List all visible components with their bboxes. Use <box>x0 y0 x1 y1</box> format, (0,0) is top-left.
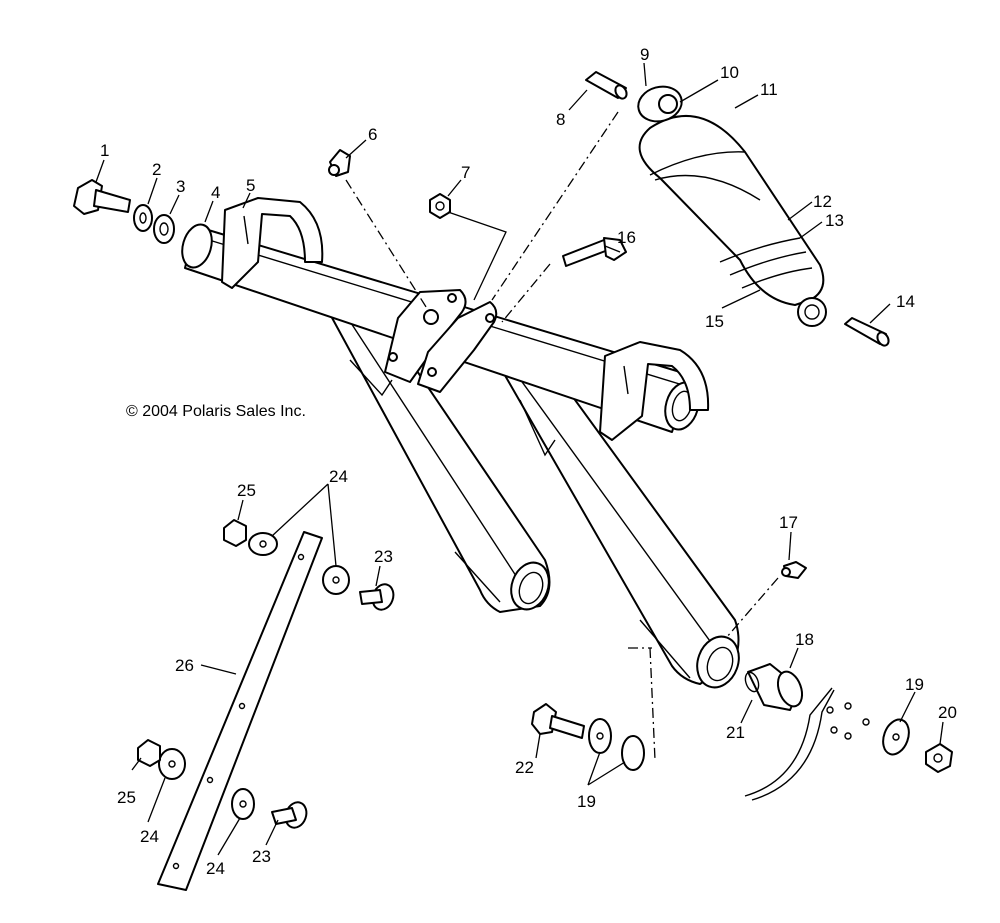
callout-18: 18 <box>795 630 814 649</box>
bolt-icon <box>73 179 131 215</box>
limiter-strap-icon <box>157 531 323 891</box>
nut-icon <box>925 743 953 773</box>
callout-23: 23 <box>252 847 271 866</box>
callout-2: 2 <box>152 160 161 179</box>
callout-9: 9 <box>640 45 649 64</box>
callout-24: 24 <box>329 467 348 486</box>
bolt-icon <box>562 237 627 267</box>
callout-26: 26 <box>175 656 194 675</box>
washer-icon <box>588 718 645 771</box>
callout-5: 5 <box>246 176 255 195</box>
callout-14: 14 <box>896 292 915 311</box>
callout-8: 8 <box>556 110 565 129</box>
callout-11: 11 <box>760 80 778 99</box>
pin-icon <box>844 317 890 347</box>
pin-icon <box>271 583 395 829</box>
washer-icon <box>158 532 350 820</box>
callout-20: 20 <box>938 703 957 722</box>
callout-17: 17 <box>779 513 798 532</box>
pin-icon <box>585 71 628 100</box>
callout-3: 3 <box>176 177 185 196</box>
callout-6: 6 <box>368 125 377 144</box>
bolt-icon <box>531 703 585 739</box>
callout-16: 16 <box>617 228 636 247</box>
callout-12: 12 <box>813 192 832 211</box>
callout-1: 1 <box>100 141 109 160</box>
leader-lines <box>95 62 944 856</box>
callout-24: 24 <box>206 859 225 878</box>
callout-13: 13 <box>825 211 844 230</box>
callout-19: 19 <box>577 792 596 811</box>
nut-icon <box>137 519 247 767</box>
callout-21: 21 <box>726 723 745 742</box>
callout-19: 19 <box>905 675 924 694</box>
washer-icon <box>882 718 910 756</box>
callout-15: 15 <box>705 312 724 331</box>
washer-icon <box>826 702 870 740</box>
copyright-notice: © 2004 Polaris Sales Inc. <box>126 403 306 420</box>
center-lines <box>345 111 779 761</box>
callout-25: 25 <box>117 788 136 807</box>
callout-4: 4 <box>211 183 220 202</box>
callout-25: 25 <box>237 481 256 500</box>
washer-icon <box>133 204 153 232</box>
shock-absorber-icon <box>637 85 827 327</box>
bushing-icon <box>744 663 804 711</box>
callout-24: 24 <box>140 827 159 846</box>
callout-labels: 1 2 3 4 5 6 7 8 9 10 11 12 13 14 15 16 1… <box>100 45 957 878</box>
callout-22: 22 <box>515 758 534 777</box>
washer-icon <box>153 214 175 244</box>
callout-7: 7 <box>461 163 470 182</box>
callout-10: 10 <box>720 63 739 82</box>
torque-arm-icon <box>181 197 740 689</box>
grease-fitting-icon <box>781 561 807 579</box>
nut-icon <box>429 193 451 219</box>
callout-23: 23 <box>374 547 393 566</box>
grease-fitting-icon <box>328 149 351 177</box>
